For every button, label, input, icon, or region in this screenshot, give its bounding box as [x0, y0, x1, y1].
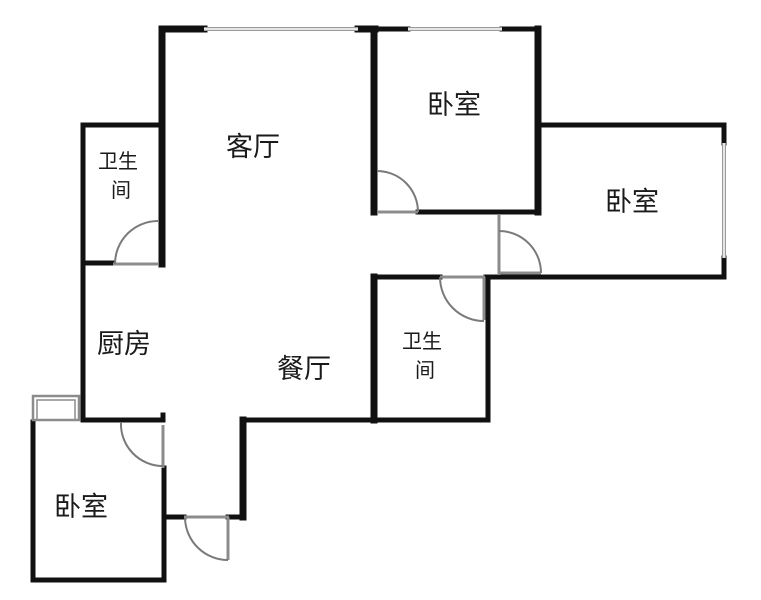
room-label-living: 客厅	[226, 132, 280, 163]
room-label-dining: 餐厅	[277, 354, 331, 385]
room-label-bedroom-bottom: 卧室	[54, 492, 108, 523]
doors	[113, 170, 542, 561]
windows	[31, 27, 726, 422]
door-bathroom-center[interactable]	[439, 275, 486, 322]
room-label-bedroom-right: 卧室	[605, 187, 659, 218]
door-bedroom-top[interactable]	[376, 170, 419, 214]
room-label-bathroom-center-2: 间	[415, 358, 435, 382]
door-bathroom-left[interactable]	[113, 220, 159, 266]
door-bedroom-right[interactable]	[497, 215, 542, 275]
room-label-kitchen: 厨房	[97, 329, 151, 360]
door-entrance[interactable]	[184, 515, 230, 561]
room-label-bedroom-top: 卧室	[427, 90, 481, 121]
room-labels: 客厅 卧室 卧室 卫生 间 卫生 间 厨房 餐厅 卧室	[54, 90, 659, 523]
room-label-bathroom-center-1: 卫生	[402, 329, 442, 353]
door-bedroom-bottom[interactable]	[119, 421, 165, 468]
room-label-bathroom-left-2: 间	[111, 178, 131, 202]
room-label-bathroom-left-1: 卫生	[98, 149, 138, 173]
walls	[30, 25, 727, 583]
